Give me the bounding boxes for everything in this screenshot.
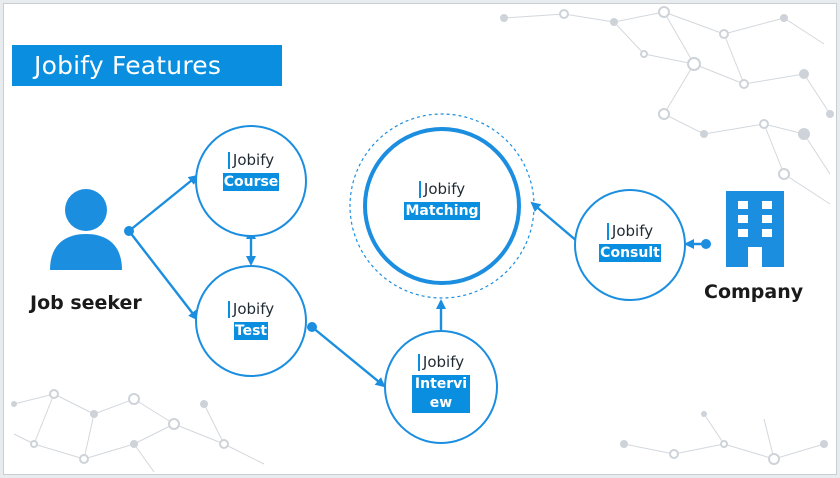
node-consult: Jobify Consult — [584, 221, 676, 262]
node-consult-brand: Jobify — [611, 222, 654, 240]
network-background-decoration — [11, 6, 834, 473]
edge-seeker-to-test — [128, 230, 199, 321]
edge-seeker-to-course — [128, 174, 199, 232]
node-consult-label: Consult — [599, 244, 661, 262]
user-icon — [50, 189, 122, 270]
edge-consult-to-matching — [530, 201, 579, 243]
cursor-mark — [418, 180, 421, 198]
node-interview-label: Interview — [412, 375, 470, 413]
slide: Jobify Features Job seeker Company Jobif… — [3, 3, 837, 475]
node-matching-label: Matching — [404, 202, 480, 220]
edge-test-to-interview — [311, 326, 386, 388]
node-course: Jobify Course — [206, 150, 296, 191]
node-course-brand: Jobify — [232, 151, 275, 169]
node-matching-outer-ring — [349, 113, 535, 299]
node-test-circle — [195, 265, 307, 377]
node-interview-brand: Jobify — [422, 353, 465, 371]
actor-job-seeker-label: Job seeker — [30, 292, 142, 314]
node-interview: Jobify Interview — [396, 352, 486, 413]
actor-company-label: Company — [704, 281, 804, 303]
node-course-label: Course — [222, 173, 280, 191]
node-test-brand: Jobify — [232, 300, 275, 318]
page-title: Jobify Features — [12, 45, 282, 86]
cursor-mark — [227, 300, 230, 318]
node-matching: Jobify Matching — [392, 179, 492, 220]
cursor-mark — [227, 151, 230, 169]
node-test: Jobify Test — [206, 299, 296, 340]
node-test-label: Test — [233, 322, 269, 340]
node-matching-brand: Jobify — [423, 180, 466, 198]
cursor-mark — [606, 222, 609, 240]
cursor-mark — [417, 353, 420, 371]
building-icon — [726, 191, 784, 267]
